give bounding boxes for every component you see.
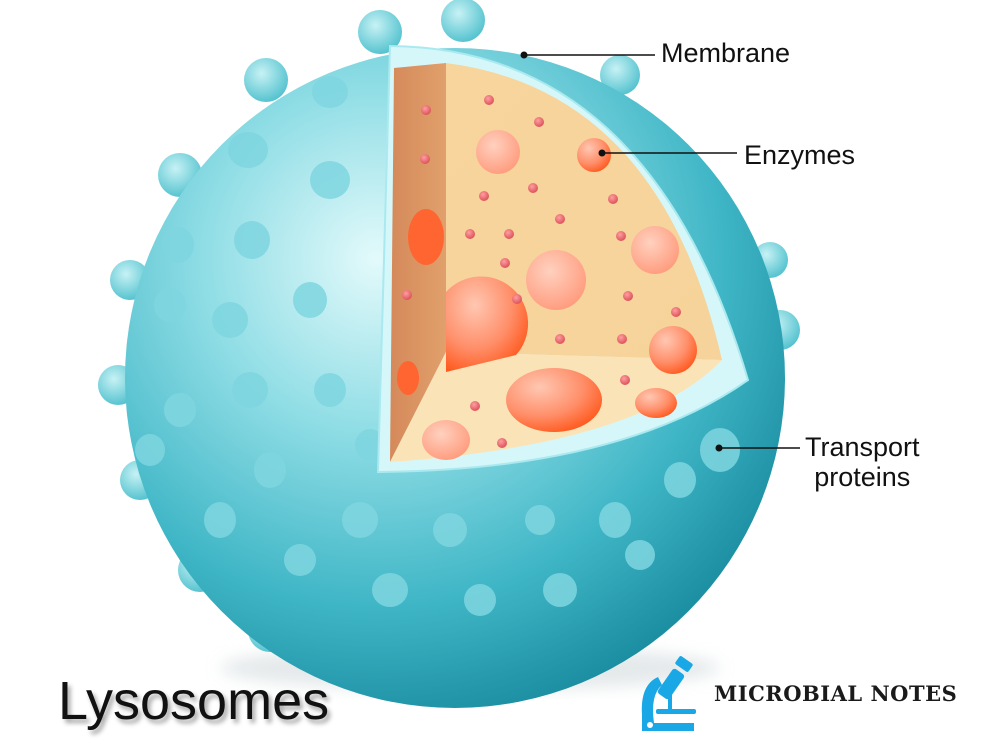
transport-protein-bumps-surface [135, 76, 740, 616]
enzymes-large [397, 130, 697, 460]
label-membrane: Membrane [661, 38, 791, 68]
leader-lines [520, 51, 800, 452]
microscope-icon [641, 656, 696, 731]
logo-text: MICROBIAL NOTES [714, 681, 958, 706]
label-transport-proteins: Transport proteins [805, 432, 920, 492]
microbial-notes-logo: MICROBIAL NOTES [636, 655, 966, 735]
cytoplasm-back-wall [446, 63, 722, 360]
label-transport-line2: proteins [814, 462, 911, 492]
diagram-title: Lysosomes [58, 671, 330, 731]
enzymes-small [402, 95, 681, 448]
label-enzymes: Enzymes [744, 140, 856, 170]
label-transport-line1: Transport [805, 432, 920, 462]
